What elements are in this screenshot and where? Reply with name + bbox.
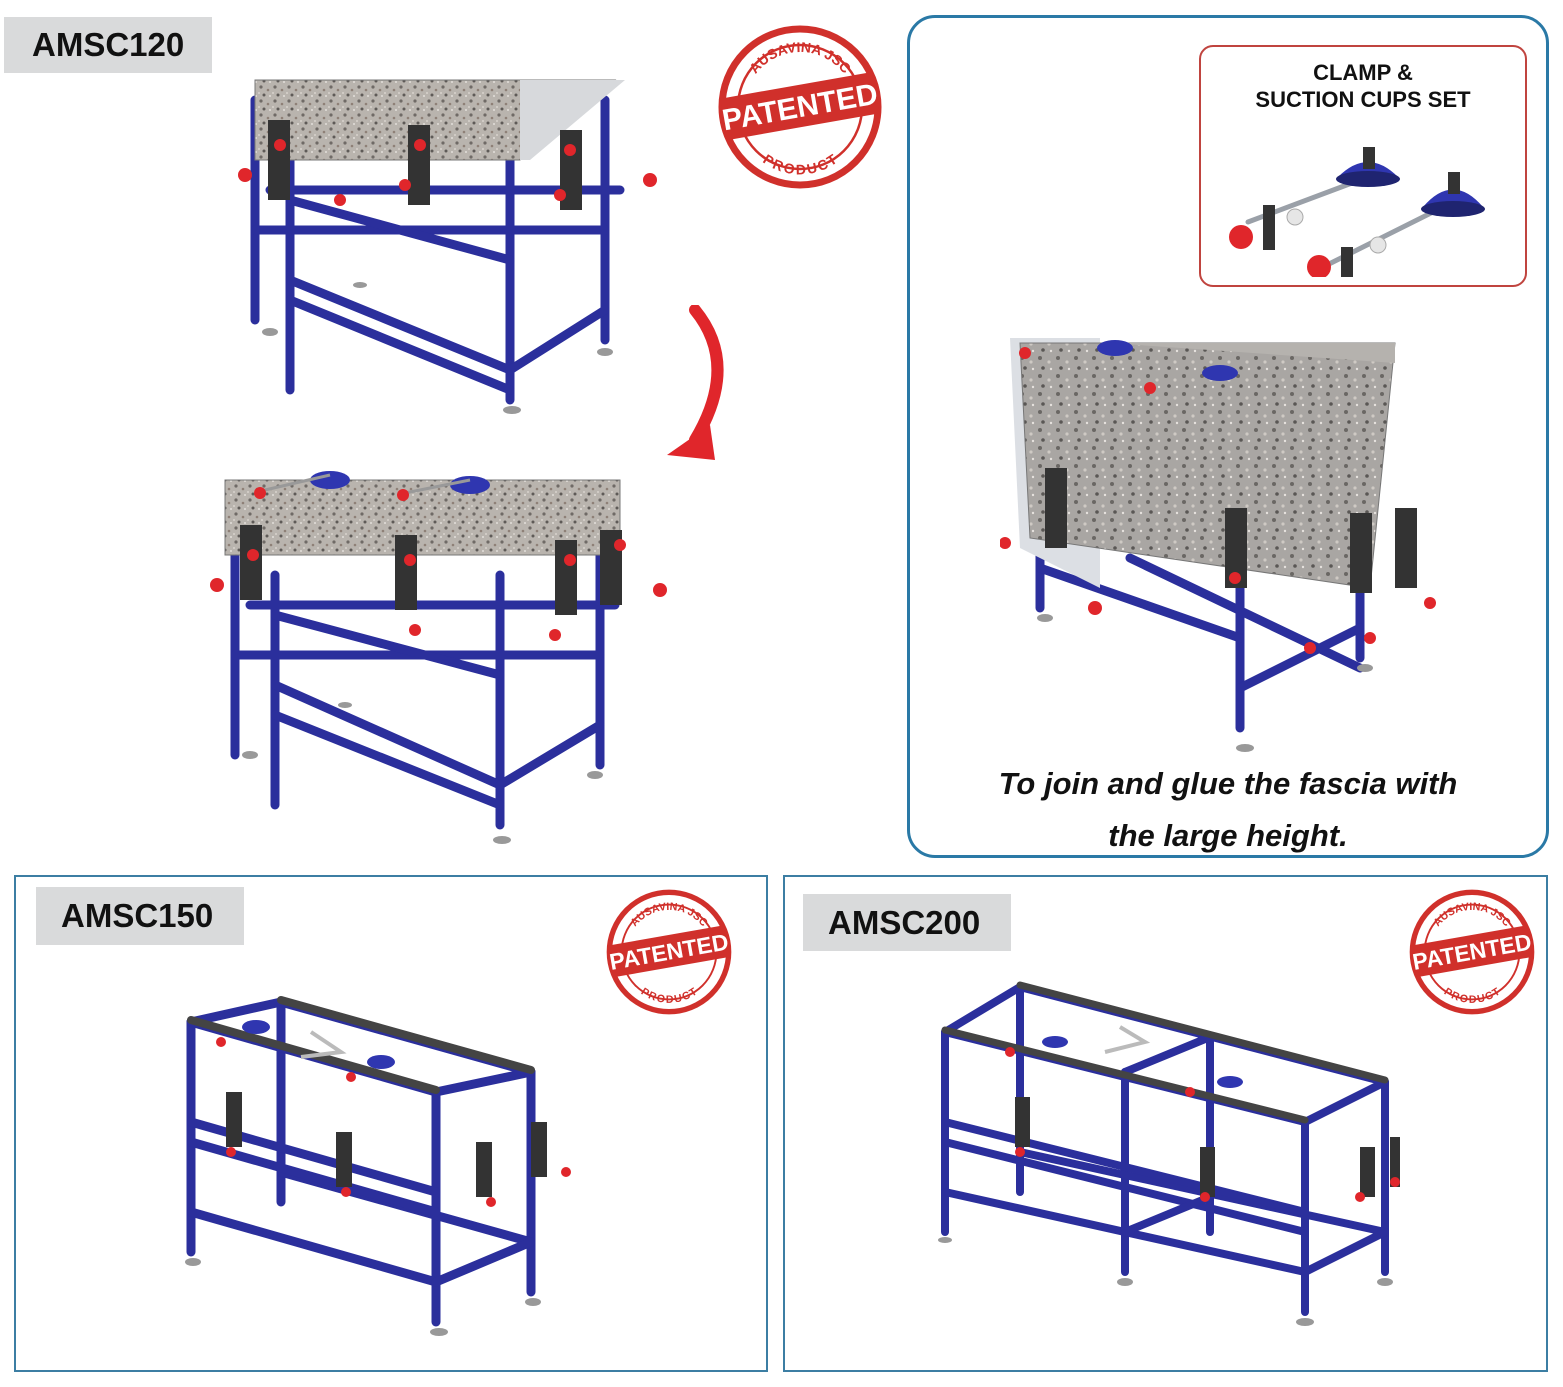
svg-text:PRODUCT: PRODUCT bbox=[760, 151, 840, 178]
feature-caption-line1: To join and glue the fascia with bbox=[998, 766, 1458, 801]
svg-text:PRODUCT: PRODUCT bbox=[1442, 985, 1503, 1005]
svg-text:PRODUCT: PRODUCT bbox=[639, 985, 700, 1005]
product-label-amsc150: AMSC150 bbox=[36, 887, 244, 945]
amsc150-frame-illustration bbox=[185, 996, 571, 1336]
feature-panel: CLAMP & SUCTION CUPS SET bbox=[907, 15, 1549, 858]
product-panel-amsc200: AMSC200 AUSAVINA JSC PRODUCT PATENTED bbox=[783, 875, 1548, 1372]
clamp-suction-cup-set-illustration bbox=[1229, 147, 1485, 277]
patented-badge: AUSAVINA JSC PRODUCT PATENTED bbox=[606, 889, 732, 1015]
tall-fascia-table-illustration bbox=[1000, 338, 1436, 752]
product-label-amsc120: AMSC120 bbox=[4, 17, 212, 73]
accessory-box: CLAMP & SUCTION CUPS SET bbox=[1199, 45, 1527, 287]
amsc200-frame-illustration bbox=[938, 981, 1400, 1326]
product-label-text: AMSC120 bbox=[32, 26, 185, 63]
badge-bottom-text: PRODUCT bbox=[1442, 985, 1503, 1005]
badge-top-text: AUSAVINA JSC bbox=[628, 901, 710, 929]
accessory-title-line1: CLAMP & bbox=[1313, 60, 1413, 85]
product-label-amsc200: AMSC200 bbox=[803, 894, 1011, 951]
svg-text:AUSAVINA JSC: AUSAVINA JSC bbox=[1431, 901, 1513, 929]
accessory-title-line2: SUCTION CUPS SET bbox=[1255, 87, 1471, 112]
badge-bottom-text: PRODUCT bbox=[760, 151, 840, 178]
product-label-text: AMSC150 bbox=[61, 897, 214, 934]
stone-table-with-suction-cups-illustration bbox=[210, 471, 667, 844]
badge-top-text: AUSAVINA JSC bbox=[746, 39, 854, 76]
product-label-text: AMSC200 bbox=[828, 903, 981, 941]
feature-caption-line2: the large height. bbox=[1108, 818, 1348, 853]
transition-arrow-icon bbox=[667, 305, 724, 460]
patented-badge: AUSAVINA JSC PRODUCT PATENTED bbox=[718, 25, 882, 189]
badge-top-text: AUSAVINA JSC bbox=[1431, 901, 1513, 929]
product-panel-amsc150: AMSC150 AUSAVINA JSC PRODUCT PATENTED bbox=[14, 875, 768, 1372]
stone-table-illustration bbox=[238, 79, 657, 414]
svg-text:AUSAVINA JSC: AUSAVINA JSC bbox=[628, 901, 710, 929]
badge-bottom-text: PRODUCT bbox=[639, 985, 700, 1005]
svg-text:AUSAVINA JSC: AUSAVINA JSC bbox=[746, 39, 854, 76]
patented-badge: AUSAVINA JSC PRODUCT PATENTED bbox=[1409, 889, 1535, 1015]
